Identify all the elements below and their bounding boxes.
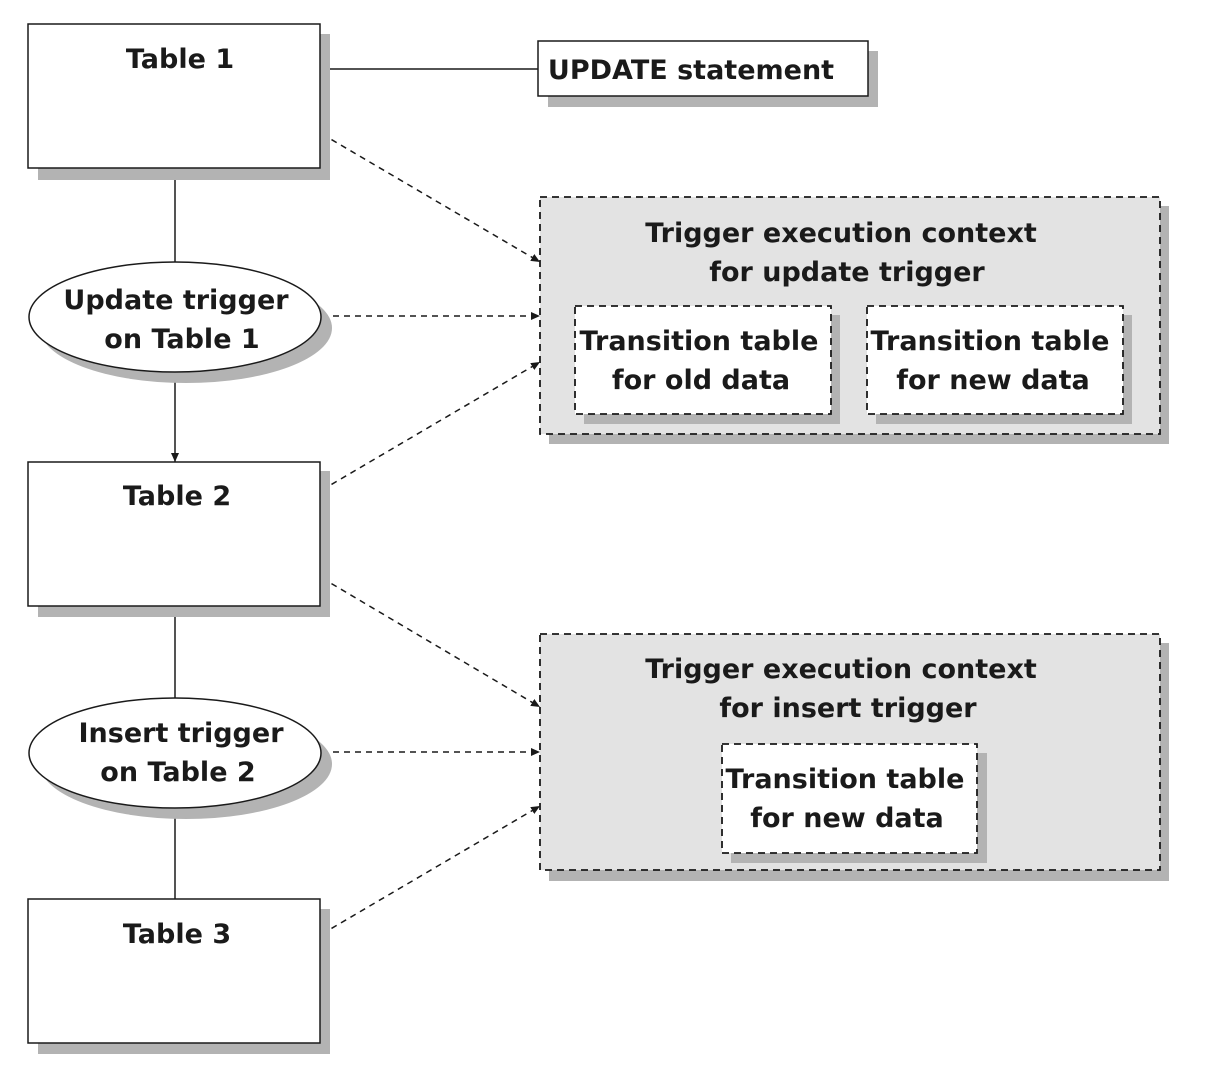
insert-new-transition-table-line1: Transition table xyxy=(726,764,965,795)
table2-box: Table 2 xyxy=(27,461,330,617)
insert-context-title-line1: Trigger execution context xyxy=(645,654,1037,685)
old-transition-table-line2: for old data xyxy=(612,365,790,396)
insert-trigger-label-line1: Insert trigger xyxy=(78,718,284,749)
table2-label: Table 2 xyxy=(123,481,231,512)
update-statement-label: UPDATE statement xyxy=(548,55,834,86)
table2-to-insert-context-arrow xyxy=(321,577,541,708)
table3-label: Table 3 xyxy=(123,919,231,950)
update-trigger-ellipse: Update trigger on Table 1 xyxy=(28,261,332,383)
insert-new-transition-table: Transition table for new data xyxy=(721,743,987,863)
table1-box: Table 1 xyxy=(27,23,330,180)
update-context-title-line2: for update trigger xyxy=(709,257,985,288)
update-context-title-line1: Trigger execution context xyxy=(645,218,1037,249)
update-old-transition-table: Transition table for old data xyxy=(574,305,840,424)
table1-to-update-context-arrow xyxy=(321,133,541,263)
old-transition-table-line1: Transition table xyxy=(580,326,819,357)
insert-trigger-ellipse: Insert trigger on Table 2 xyxy=(28,697,332,819)
insert-trigger-context: Trigger execution context for insert tri… xyxy=(539,633,1169,881)
update-trigger-context: Trigger execution context for update tri… xyxy=(539,196,1169,444)
table3-to-insert-context-arrow xyxy=(321,805,541,935)
insert-trigger-label-line2: on Table 2 xyxy=(100,757,255,788)
table2-to-update-context-arrow xyxy=(321,361,541,491)
update-new-transition-table-line2: for new data xyxy=(896,365,1090,396)
update-trigger-label-line2: on Table 1 xyxy=(104,324,259,355)
update-trigger-label-line1: Update trigger xyxy=(63,285,289,316)
table1-label: Table 1 xyxy=(126,44,234,75)
update-new-transition-table-line1: Transition table xyxy=(871,326,1110,357)
update-statement-box: UPDATE statement xyxy=(537,40,878,107)
insert-context-title-line2: for insert trigger xyxy=(719,693,977,724)
table3-box: Table 3 xyxy=(27,898,330,1054)
connectors xyxy=(171,68,541,935)
update-new-transition-table: Transition table for new data xyxy=(866,305,1132,424)
insert-new-transition-table-line2: for new data xyxy=(750,803,944,834)
